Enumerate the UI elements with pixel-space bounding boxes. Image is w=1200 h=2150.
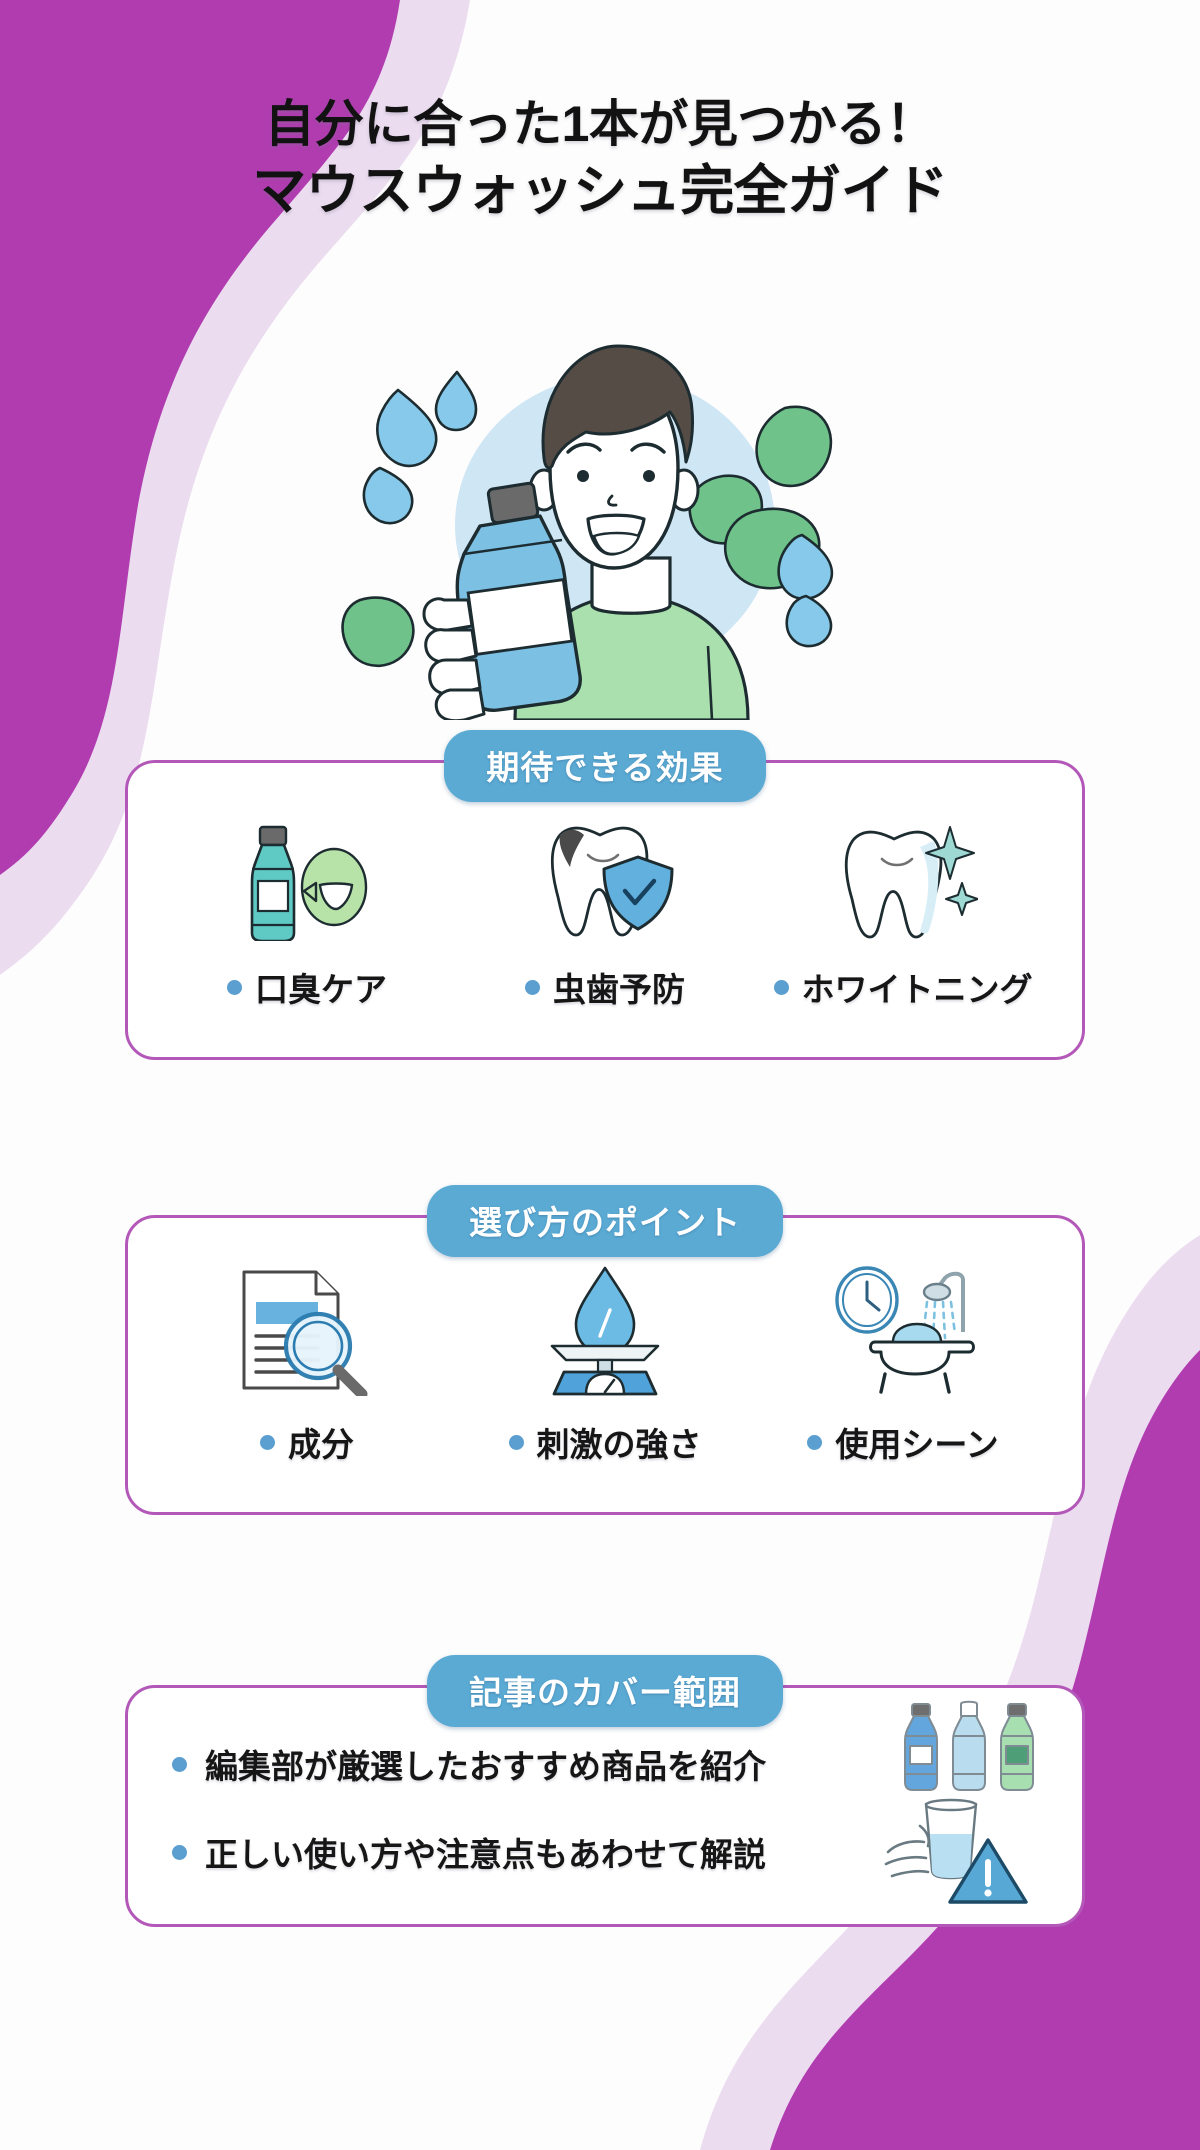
- icon-cell: [158, 1266, 456, 1396]
- document-magnifier-icon: [232, 1266, 382, 1396]
- hero-neck: [590, 556, 672, 615]
- coverage-bullet-text: 編集部が厳選したおすすめ商品を紹介: [205, 1748, 766, 1785]
- droplet-scale-icon: [530, 1266, 680, 1396]
- section-badge-expected-effects: 期待できる効果: [444, 730, 766, 802]
- hero-nose: [607, 494, 618, 507]
- hero-illustration: [0, 300, 1200, 720]
- effect-label: 虫歯予防: [553, 971, 685, 1008]
- label-cell: 虫歯予防: [456, 963, 754, 1011]
- bullet-dot-icon: [807, 1434, 823, 1450]
- section-selection-points: 選び方のポイント: [125, 1185, 1085, 1515]
- tooth-shield-icon: [530, 811, 680, 941]
- icon-cell: [754, 1266, 1052, 1396]
- coverage-bullet-text: 正しい使い方や注意点もあわせて解説: [205, 1836, 766, 1873]
- coverage-bullet-row: 編集部が厳選したおすすめ商品を紹介: [172, 1740, 1038, 1788]
- effect-label: 口臭ケア: [255, 971, 387, 1008]
- tooth-sparkle-icon: [828, 811, 978, 941]
- bullet-dot-icon: [773, 979, 789, 995]
- section-expected-effects: 期待できる効果: [125, 730, 1085, 1060]
- effect-label: ホワイトニング: [801, 971, 1033, 1008]
- bullet-dot-icon: [172, 1756, 187, 1772]
- card-expected-effects: 口臭ケア 虫歯予防 ホワイトニング: [125, 760, 1085, 1060]
- icon-cell: [456, 1266, 754, 1396]
- hero-mouthwash-bottle: [455, 481, 582, 712]
- label-cell: 口臭ケア: [158, 963, 456, 1011]
- bullet-dot-icon: [260, 1434, 275, 1450]
- bullet-dot-icon: [508, 1434, 524, 1450]
- mouthwash-bottle-breath-icon: [232, 811, 382, 941]
- label-cell: ホワイトニング: [754, 963, 1052, 1011]
- bullet-dot-icon: [227, 979, 242, 995]
- label-cell: 成分: [158, 1418, 456, 1466]
- point-label: 成分: [288, 1426, 354, 1463]
- icon-cell: [456, 811, 754, 941]
- section-article-coverage: 記事のカバー範囲: [125, 1655, 1085, 1927]
- three-mouthwash-bottles-icon: [898, 1700, 1048, 1797]
- label-row: 口臭ケア 虫歯予防 ホワイトニング: [128, 941, 1082, 1057]
- hero-eyebrow-left: [566, 442, 602, 454]
- icon-cell: [158, 811, 456, 941]
- page-title-line-2: マウスウォッシュ完全ガイド: [252, 161, 948, 221]
- icon-cell: [754, 811, 1052, 941]
- label-cell: 使用シーン: [754, 1418, 1052, 1466]
- point-label: 使用シーン: [835, 1426, 999, 1463]
- clock-bathtub-shower-icon: [823, 1266, 983, 1396]
- person-holding-mouthwash-illustration: [341, 344, 834, 720]
- section-badge-article-coverage: 記事のカバー範囲: [427, 1655, 783, 1727]
- bullet-dot-icon: [525, 979, 540, 995]
- hero-shirt-fold: [706, 645, 714, 720]
- card-selection-points: 成分 刺激の強さ 使用シーン: [125, 1215, 1085, 1515]
- hand-cup-warning-icon: [880, 1796, 1030, 1911]
- hero-tongue: [592, 531, 641, 556]
- label-cell: 刺激の強さ: [456, 1418, 754, 1466]
- hero-hair: [541, 344, 694, 470]
- page-title-line-1: 自分に合った1本が見つかる！: [264, 96, 936, 152]
- hero-eye-left: [577, 470, 589, 482]
- section-badge-selection-points: 選び方のポイント: [427, 1185, 783, 1257]
- mint-leaf-icon: [341, 596, 415, 668]
- point-label: 刺激の強さ: [536, 1426, 702, 1463]
- hero-eyebrow-right: [630, 442, 666, 454]
- label-row: 成分 刺激の強さ 使用シーン: [128, 1396, 1082, 1512]
- bullet-dot-icon: [172, 1844, 187, 1860]
- hero-eye-right: [643, 470, 655, 482]
- coverage-bullet-row: 正しい使い方や注意点もあわせて解説: [172, 1828, 1038, 1876]
- page-header: 自分に合った1本が見つかる！ マウスウォッシュ完全ガイド: [0, 95, 1200, 224]
